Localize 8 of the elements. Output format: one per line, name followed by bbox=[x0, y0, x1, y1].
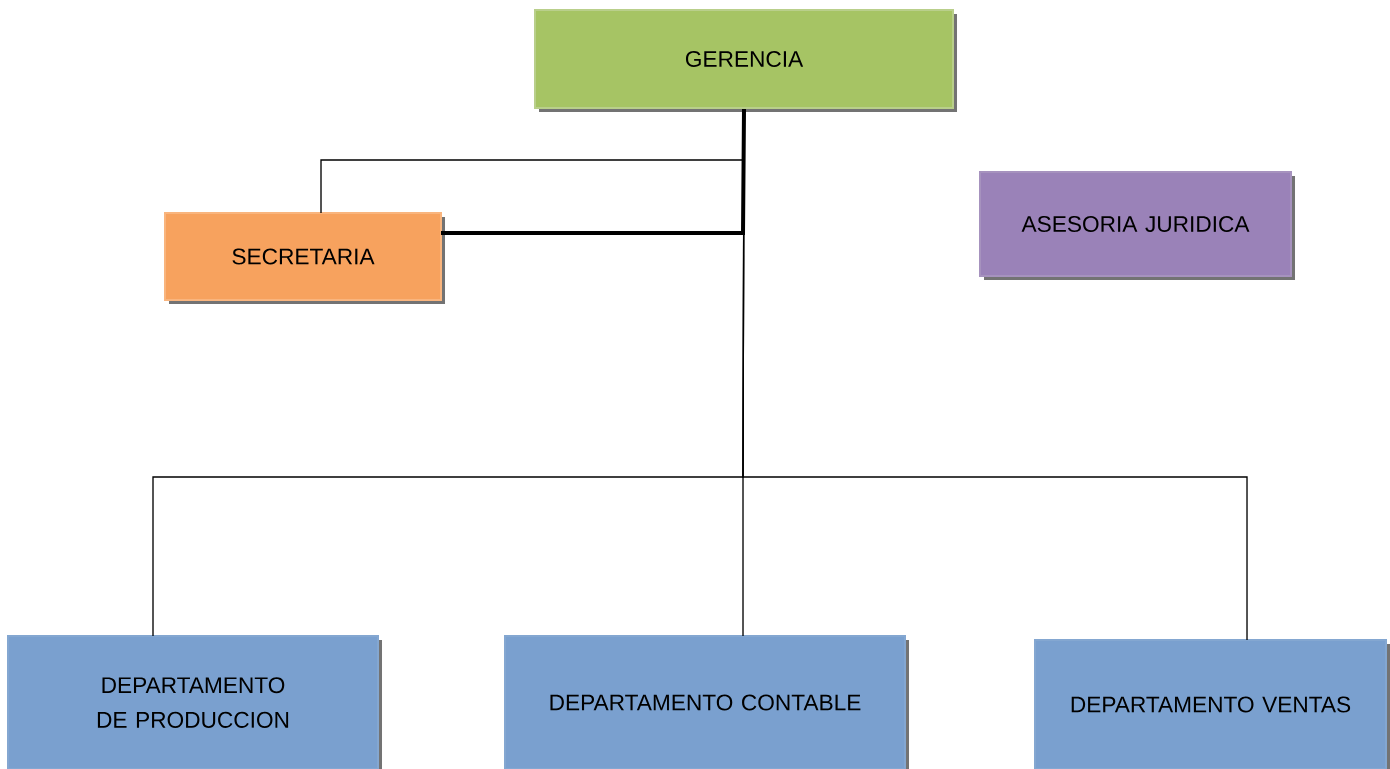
connector-line bbox=[742, 108, 1248, 641]
org-box: DEPARTAMENTO CONTABLE bbox=[504, 635, 909, 769]
org-box: DEPARTAMENTO VENTAS bbox=[1034, 639, 1390, 769]
org-box: GERENCIA bbox=[534, 9, 957, 112]
org-box: ASESORIA JURIDICA bbox=[979, 171, 1295, 280]
org-box: DEPARTAMENTO DE PRODUCCION bbox=[7, 635, 382, 769]
connector-line bbox=[441, 109, 746, 235]
org-box: SECRETARIA bbox=[164, 212, 445, 304]
